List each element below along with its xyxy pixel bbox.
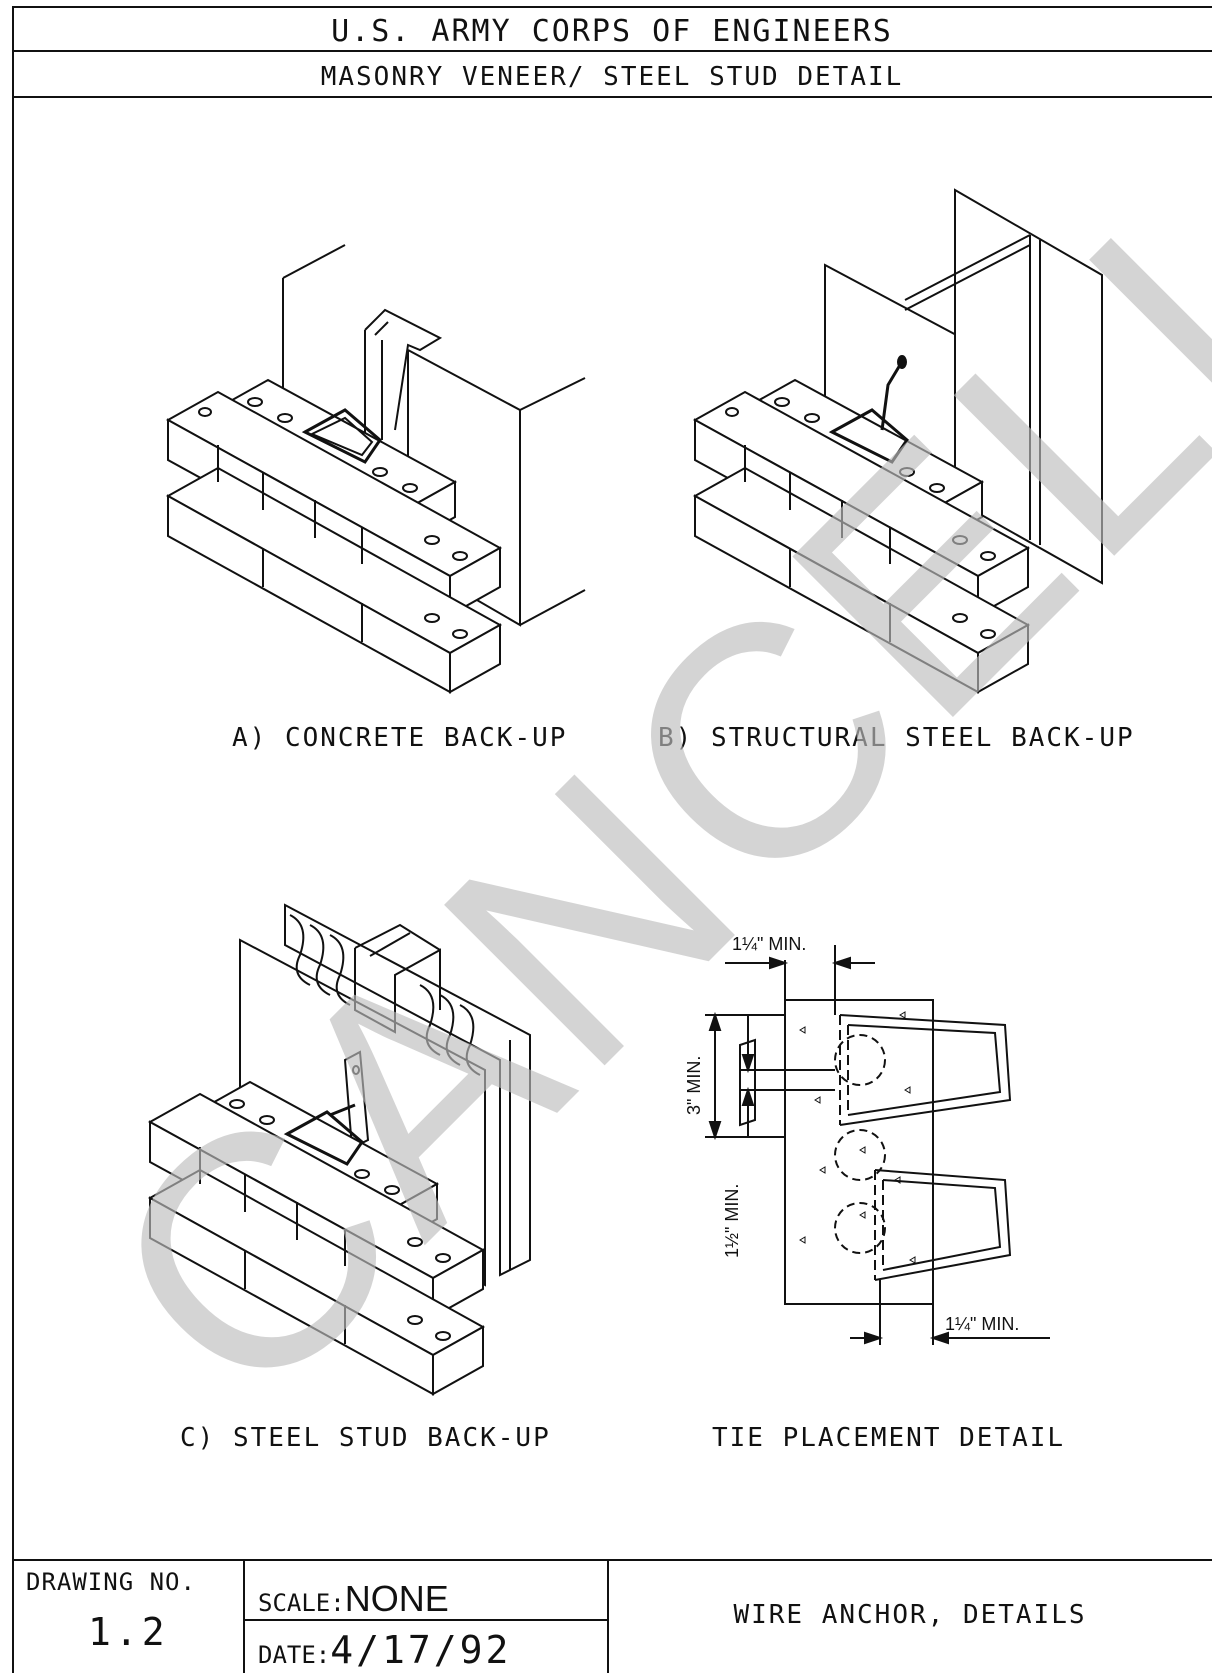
dim-bottom-min: 1¼" MIN. [945, 1314, 1019, 1334]
dim-left-3-min: 3" MIN. [684, 1056, 704, 1115]
drawing-no-label: DRAWING NO. [26, 1568, 196, 1596]
date-value: 4/17/92 [330, 1628, 512, 1672]
detail-d-tie-placement [705, 945, 1050, 1345]
sheet-border [12, 6, 1212, 1673]
scale-field: SCALE: NONE [258, 1578, 449, 1620]
detail-b-structural-steel [692, 188, 1103, 694]
date-field: DATE: 4/17/92 [258, 1628, 511, 1672]
title-block-lines [12, 1559, 1212, 1673]
dim-left-1half-min: 1½" MIN. [722, 1184, 742, 1258]
drawing-no-value: 1.2 [88, 1610, 169, 1654]
sheet-title-block: WIRE ANCHOR, DETAILS [733, 1600, 1087, 1630]
sheet-subtitle: MASONRY VENEER/ STEEL STUD DETAIL [320, 62, 904, 92]
detail-a-concrete-backup [165, 244, 586, 694]
label-detail-b: B) STRUCTURAL STEEL BACK-UP [658, 723, 1135, 753]
detail-c-steel-stud [147, 903, 531, 1396]
dim-top-min: 1¼" MIN. [732, 934, 806, 954]
label-detail-d: TIE PLACEMENT DETAIL [712, 1423, 1065, 1453]
date-label: DATE: [258, 1641, 331, 1669]
header-divider-2 [12, 96, 1212, 98]
label-detail-a: A) CONCRETE BACK-UP [232, 723, 567, 753]
sheet-title: U.S. ARMY CORPS OF ENGINEERS [331, 14, 893, 49]
label-detail-c: C) STEEL STUD BACK-UP [180, 1423, 551, 1453]
scale-label: SCALE: [258, 1589, 345, 1617]
scale-value: NONE [344, 1578, 449, 1619]
header-divider [12, 50, 1212, 52]
